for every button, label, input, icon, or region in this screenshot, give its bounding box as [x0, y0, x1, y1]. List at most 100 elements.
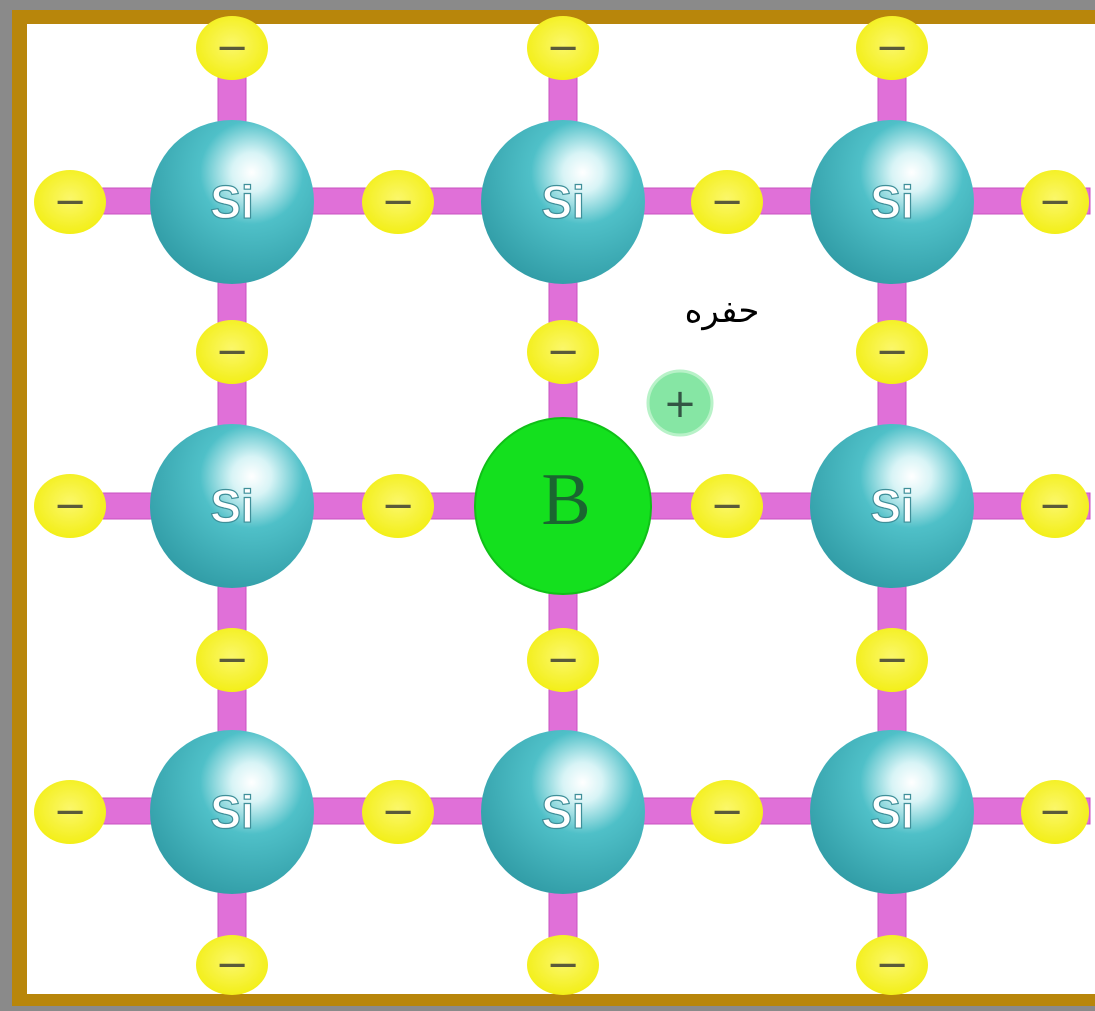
- electron: −: [196, 320, 268, 384]
- boron-atom: B: [474, 417, 652, 595]
- electron: −: [856, 16, 928, 80]
- hole: +: [646, 369, 714, 437]
- electron-sign: −: [875, 329, 909, 375]
- silicon-label: Si: [870, 176, 913, 228]
- atoms: Si Si Si Si B Si Si Si: [150, 120, 974, 894]
- electron-icon: [1021, 780, 1089, 844]
- boron-label: B: [541, 459, 590, 541]
- electron-icon: [856, 16, 928, 80]
- electron: −: [527, 628, 599, 692]
- silicon-sphere-icon: [150, 730, 314, 894]
- electron-icon: [196, 935, 268, 995]
- electron-icon: [362, 780, 434, 844]
- silicon-atom: Si: [150, 424, 314, 588]
- silicon-sphere-icon: [150, 424, 314, 588]
- electron-icon: [362, 474, 434, 538]
- electron-sign: −: [215, 25, 249, 71]
- electron-icon: [196, 320, 268, 384]
- electrons: − − − − − − − − − − − − − − − − − − − − …: [34, 16, 1089, 995]
- silicon-sphere-icon: [810, 730, 974, 894]
- electron: −: [527, 935, 599, 995]
- silicon-atom: Si: [481, 120, 645, 284]
- electron-sign: −: [546, 329, 580, 375]
- electron-sign: −: [546, 637, 580, 683]
- electron-icon: [691, 780, 763, 844]
- electron: −: [34, 170, 106, 234]
- silicon-label: Si: [541, 786, 584, 838]
- electron-sign: −: [381, 483, 415, 529]
- silicon-sphere-icon: [481, 730, 645, 894]
- silicon-atom: Si: [810, 424, 974, 588]
- electron: −: [691, 170, 763, 234]
- silicon-atom: Si: [810, 730, 974, 894]
- electron-sign: −: [546, 942, 580, 988]
- electron: −: [362, 780, 434, 844]
- electron-icon: [527, 16, 599, 80]
- silicon-sphere-icon: [810, 424, 974, 588]
- electron: −: [196, 935, 268, 995]
- electron-icon: [527, 628, 599, 692]
- electron-icon: [1021, 170, 1089, 234]
- silicon-label: Si: [210, 786, 253, 838]
- electron-sign: −: [1038, 179, 1072, 225]
- silicon-atom: Si: [481, 730, 645, 894]
- electron-sign: −: [53, 179, 87, 225]
- electron-icon: [34, 474, 106, 538]
- electron-sign: −: [875, 25, 909, 71]
- electron-sign: −: [875, 637, 909, 683]
- silicon-atom: Si: [810, 120, 974, 284]
- electron-icon: [196, 16, 268, 80]
- electron-sign: −: [710, 179, 744, 225]
- electron-icon: [691, 170, 763, 234]
- electron: −: [34, 474, 106, 538]
- electron-sign: −: [381, 789, 415, 835]
- electron: −: [856, 628, 928, 692]
- electron: −: [1021, 780, 1089, 844]
- electron-sign: −: [215, 329, 249, 375]
- hole-icon: [646, 369, 714, 437]
- electron: −: [691, 474, 763, 538]
- electron-sign: −: [1038, 483, 1072, 529]
- electron-icon: [856, 628, 928, 692]
- silicon-label: Si: [210, 480, 253, 532]
- electron-icon: [527, 320, 599, 384]
- hole-sign: +: [663, 381, 697, 427]
- electron-icon: [856, 320, 928, 384]
- silicon-label: Si: [870, 480, 913, 532]
- electron-icon: [196, 628, 268, 692]
- boron-sphere-icon: [474, 417, 652, 595]
- electron-icon: [527, 935, 599, 995]
- silicon-sphere-icon: [481, 120, 645, 284]
- electron: −: [196, 16, 268, 80]
- electron: −: [362, 170, 434, 234]
- silicon-label: Si: [870, 786, 913, 838]
- electron: −: [196, 628, 268, 692]
- silicon-label: Si: [210, 176, 253, 228]
- electron-icon: [1021, 474, 1089, 538]
- electron-icon: [362, 170, 434, 234]
- electron-sign: −: [546, 25, 580, 71]
- electron-sign: −: [710, 789, 744, 835]
- electron: −: [1021, 170, 1089, 234]
- silicon-atom: Si: [150, 730, 314, 894]
- electron: −: [856, 935, 928, 995]
- electron: −: [856, 320, 928, 384]
- electron-icon: [691, 474, 763, 538]
- electron-sign: −: [53, 483, 87, 529]
- electron: −: [34, 780, 106, 844]
- silicon-sphere-icon: [810, 120, 974, 284]
- electron-icon: [34, 780, 106, 844]
- electron: −: [527, 320, 599, 384]
- silicon-sphere-icon: [150, 120, 314, 284]
- electron-icon: [856, 935, 928, 995]
- silicon-atom: Si: [150, 120, 314, 284]
- electron-sign: −: [215, 942, 249, 988]
- electron: −: [1021, 474, 1089, 538]
- electron-sign: −: [53, 789, 87, 835]
- electron: −: [527, 16, 599, 80]
- electron-sign: −: [875, 942, 909, 988]
- electron-sign: −: [381, 179, 415, 225]
- electron: −: [362, 474, 434, 538]
- electron-sign: −: [710, 483, 744, 529]
